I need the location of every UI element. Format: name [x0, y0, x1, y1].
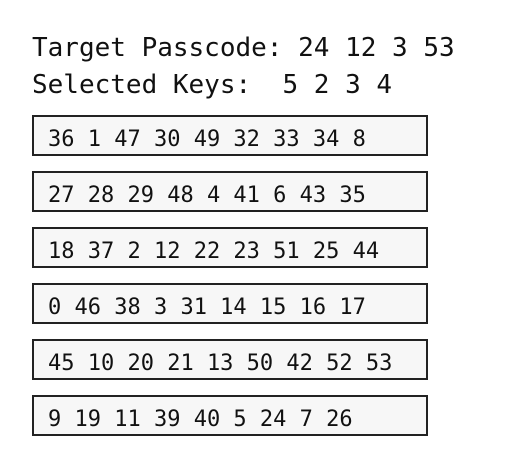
selected-keys-label: Selected Keys: — [32, 70, 252, 100]
key-row-1[interactable]: 36 1 47 30 49 32 33 34 8 — [32, 115, 428, 156]
target-passcode-line: Target Passcode: 24 12 3 53 — [32, 33, 455, 63]
key-row-5[interactable]: 45 10 20 21 13 50 42 52 53 — [32, 339, 428, 380]
target-passcode-label: Target Passcode: — [32, 33, 283, 63]
key-rows: 36 1 47 30 49 32 33 34 8 27 28 29 48 4 4… — [32, 115, 428, 451]
key-row-6[interactable]: 9 19 11 39 40 5 24 7 26 — [32, 395, 428, 436]
target-passcode-value: 24 12 3 53 — [298, 33, 455, 63]
key-row-3[interactable]: 18 37 2 12 22 23 51 25 44 — [32, 227, 428, 268]
key-row-4[interactable]: 0 46 38 3 31 14 15 16 17 — [32, 283, 428, 324]
selected-keys-value: 5 2 3 4 — [282, 70, 393, 100]
key-row-2[interactable]: 27 28 29 48 4 41 6 43 35 — [32, 171, 428, 212]
selected-keys-line: Selected Keys: 5 2 3 4 — [32, 70, 392, 100]
